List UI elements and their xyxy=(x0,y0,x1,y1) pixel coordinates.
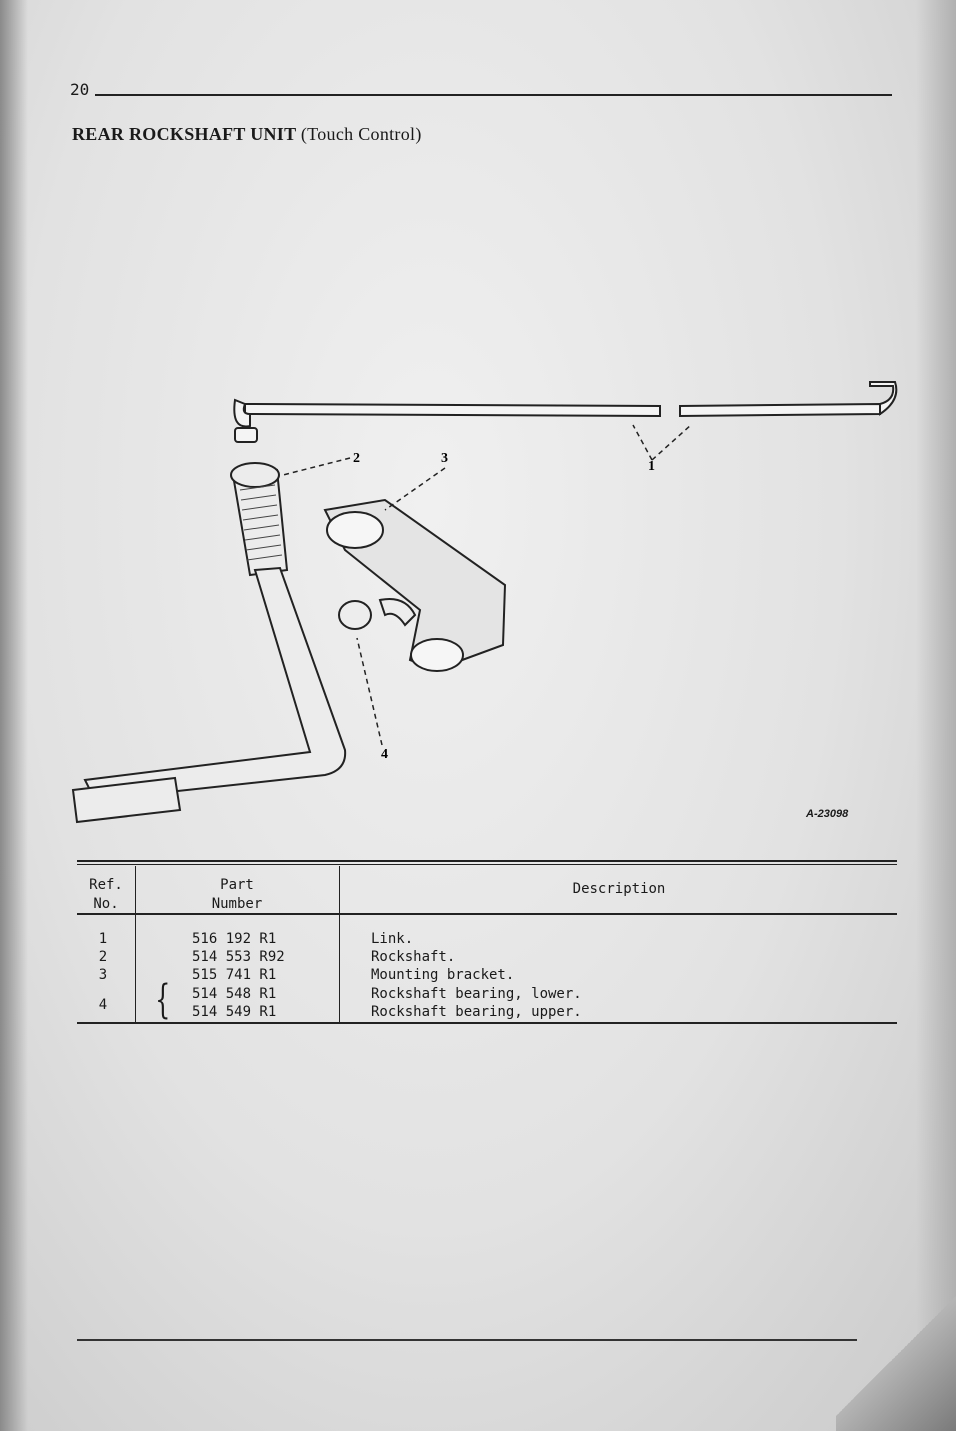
callout-label-1: 1 xyxy=(648,459,655,474)
table-cell-description: Rockshaft bearing, upper. xyxy=(371,1004,582,1020)
table-cell-ref: 4 xyxy=(98,997,108,1013)
rockshaft xyxy=(71,462,347,824)
footer-rule xyxy=(77,1339,857,1341)
rockshaft-bearing xyxy=(338,598,417,630)
table-header-rule xyxy=(77,913,897,915)
callout-label-2: 2 xyxy=(353,451,360,466)
table-column-divider xyxy=(135,866,136,1024)
table-cell-part-number: 515 741 R1 xyxy=(192,967,277,983)
column-header-part-line2: Number xyxy=(211,896,263,912)
table-cell-description: Rockshaft. xyxy=(371,949,456,965)
table-cell-part-number: 514 549 R1 xyxy=(192,1004,277,1020)
section-title-qualifier: (Touch Control) xyxy=(300,124,422,144)
table-bottom-rule xyxy=(77,1022,897,1024)
figure-code: A-23098 xyxy=(806,808,849,820)
table-cell-part-number: 514 553 R92 xyxy=(192,949,285,965)
column-header-ref-line2: No. xyxy=(93,896,119,912)
header-rule xyxy=(95,94,892,96)
table-top-rule xyxy=(77,864,897,865)
table-top-rule xyxy=(77,860,897,862)
table-cell-ref: 1 xyxy=(98,931,108,947)
callout-label-3: 3 xyxy=(441,451,448,466)
callout-label-4: 4 xyxy=(381,747,388,762)
column-header-ref-line1: Ref. xyxy=(89,877,123,893)
table-cell-description: Link. xyxy=(371,931,414,947)
page-edge-shadow xyxy=(0,0,28,1431)
table-cell-description: Rockshaft bearing, lower. xyxy=(371,986,582,1002)
mounting-bracket xyxy=(323,498,507,672)
column-header-part-number: Part Number xyxy=(135,876,339,914)
column-header-ref: Ref. No. xyxy=(77,876,135,914)
column-header-part-line1: Part xyxy=(220,877,254,893)
page-number: 20 xyxy=(70,80,90,99)
page-corner-curl xyxy=(836,1281,956,1431)
parts-illustration: 1 2 3 4 xyxy=(71,381,898,824)
table-cell-ref: 2 xyxy=(98,949,108,965)
section-title-main: REAR ROCKSHAFT UNIT xyxy=(72,124,297,144)
page-edge-shadow xyxy=(916,0,956,1431)
table-column-divider xyxy=(339,866,340,1024)
table-cell-description: Mounting bracket. xyxy=(371,967,515,983)
column-header-description: Description xyxy=(572,881,666,897)
table-cell-ref: 3 xyxy=(98,967,108,983)
group-brace: { xyxy=(155,977,171,1023)
table-cell-part-number: 514 548 R1 xyxy=(192,986,277,1002)
table-cell-part-number: 516 192 R1 xyxy=(192,931,277,947)
section-title: REAR ROCKSHAFT UNIT (Touch Control) xyxy=(72,124,422,145)
link-rod xyxy=(233,381,898,443)
